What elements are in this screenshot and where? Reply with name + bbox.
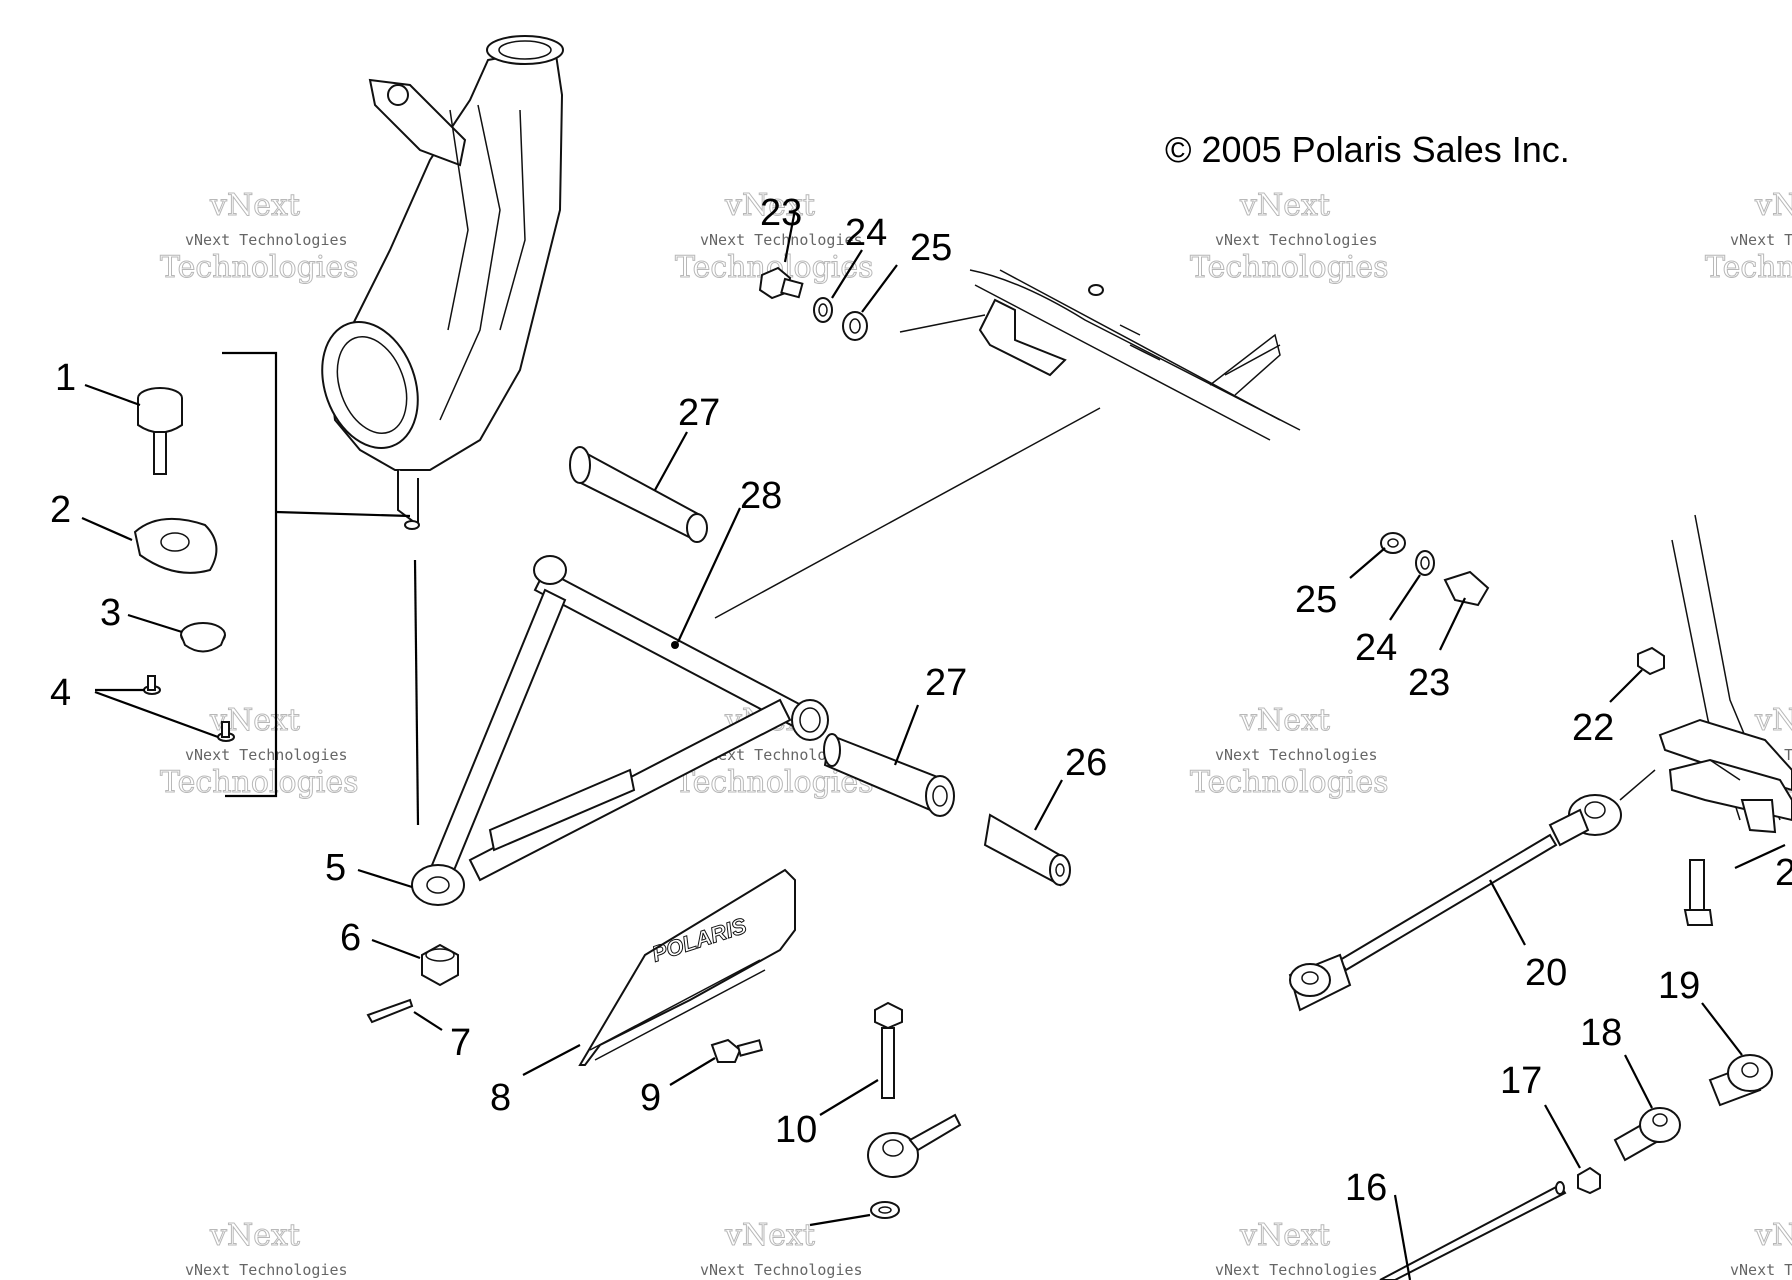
tie-rod-shaft	[1379, 1181, 1567, 1280]
svg-text:Technologies: Technologies	[1190, 250, 1389, 285]
castle-nut	[421, 943, 459, 987]
svg-text:vNext Technologies: vNext Technologies	[1730, 231, 1792, 249]
callout-10: 10	[775, 1109, 817, 1151]
nut	[1637, 646, 1665, 676]
ball-joint-cap	[180, 622, 226, 653]
cotter-pin	[366, 998, 414, 1024]
svg-text:vNext Technologies: vNext Technologies	[1215, 746, 1378, 764]
lower-bolt-set	[1380, 532, 1490, 607]
svg-text:vNext Technologies: vNext Technologies	[185, 231, 348, 249]
a-arm-guard: POLARIS	[578, 868, 796, 1066]
callout-9: 9	[640, 1077, 661, 1119]
frame	[714, 269, 1301, 619]
svg-text:vNext: vNext	[209, 188, 300, 223]
tie-rod	[1288, 769, 1656, 1012]
callout-3: 3	[100, 592, 121, 634]
spindle-knuckle	[321, 35, 564, 530]
long-bolt	[874, 1001, 903, 1099]
svg-text:vNext: vNext	[1754, 703, 1792, 738]
svg-text:vNext: vNext	[1239, 703, 1330, 738]
svg-text:Technologies: Technologies	[1705, 250, 1792, 285]
svg-text:Technologies: Technologies	[1190, 765, 1389, 800]
ball-joint-plate	[133, 517, 218, 574]
svg-text:vNext: vNext	[209, 1218, 300, 1253]
callout-labels: 1 2 3 4 5 6 7 8 9 10 16 17 18 19 20 22 2…	[50, 192, 1792, 1209]
callout-17: 17	[1500, 1060, 1542, 1102]
svg-text:vNext Technologies: vNext Technologies	[700, 231, 863, 249]
callout-1: 1	[55, 357, 76, 399]
callout-28: 28	[740, 475, 782, 517]
svg-text:Technologies: Technologies	[160, 250, 359, 285]
svg-text:vNext: vNext	[724, 1218, 815, 1253]
svg-text:vNext: vNext	[1239, 1218, 1330, 1253]
svg-text:vNext: vNext	[724, 188, 815, 223]
callout-4: 4	[50, 672, 71, 714]
svg-text:vNext Technologies: vNext Technologies	[1730, 1261, 1792, 1279]
callout-27-upper: 27	[678, 392, 720, 434]
svg-text:vNext Technologies: vNext Technologies	[185, 746, 348, 764]
svg-text:vNext: vNext	[1754, 1218, 1792, 1253]
a-arm	[411, 555, 829, 906]
callout-20: 20	[1525, 952, 1567, 994]
callout-8: 8	[490, 1077, 511, 1119]
guard-bolt	[710, 1038, 764, 1063]
callout-27-lower: 27	[925, 662, 967, 704]
pivot-tube-upper	[569, 446, 708, 543]
callout-18: 18	[1580, 1012, 1622, 1054]
callout-6: 6	[340, 917, 361, 959]
callout-24-lower: 24	[1355, 627, 1397, 669]
copyright-text: © 2005 Polaris Sales Inc.	[1165, 129, 1570, 170]
svg-text:vNext Technologies: vNext Technologies	[1215, 1261, 1378, 1279]
post-bolt	[1683, 859, 1714, 926]
callout-25-upper: 25	[910, 227, 952, 269]
svg-text:vNext: vNext	[1239, 188, 1330, 223]
callout-2: 2	[50, 489, 71, 531]
svg-text:vNext Technologies: vNext Technologies	[700, 746, 863, 764]
callout-26: 26	[1065, 742, 1107, 784]
callout-2-right: 2	[1775, 852, 1792, 894]
svg-text:vNext Technologies: vNext Technologies	[185, 1261, 348, 1279]
callout-23-lower: 23	[1408, 662, 1450, 704]
rod-end	[867, 1113, 962, 1219]
pivot-tube-lower	[823, 733, 955, 817]
callout-22: 22	[1572, 707, 1614, 749]
svg-text:vNext Technologies: vNext Technologies	[1215, 231, 1378, 249]
rod-end-left	[1613, 1107, 1681, 1162]
callout-7: 7	[450, 1022, 471, 1064]
ball-joint-kit-bracket	[222, 351, 420, 826]
callout-16: 16	[1345, 1167, 1387, 1209]
upper-bolt-set	[758, 266, 868, 341]
steering-post	[1658, 514, 1792, 834]
svg-text:vNext: vNext	[1754, 188, 1792, 223]
leader-lines	[81, 209, 1786, 1280]
jam-nut	[1577, 1166, 1601, 1195]
ball-joint	[137, 387, 183, 475]
callout-24-upper: 24	[845, 212, 887, 254]
pivot-bushing	[983, 813, 1071, 887]
callout-5: 5	[325, 847, 346, 889]
callout-19: 19	[1658, 965, 1700, 1007]
callout-25-lower: 25	[1295, 579, 1337, 621]
rod-end-right	[1708, 1054, 1773, 1107]
callout-23-upper: 23	[760, 192, 802, 234]
rivets	[143, 675, 235, 742]
svg-text:vNext Technologies: vNext Technologies	[700, 1261, 863, 1279]
svg-text:Technologies: Technologies	[160, 765, 359, 800]
